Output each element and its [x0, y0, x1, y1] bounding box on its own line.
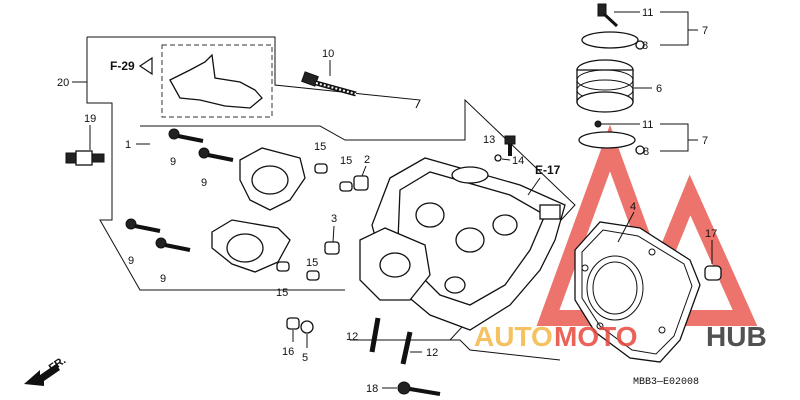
- callout-8a[interactable]: 8: [642, 40, 648, 52]
- diagram-code: MBB3—E02008: [633, 377, 699, 388]
- f29-arrow-icon: [138, 56, 153, 76]
- watermark-text-hub: HUB: [706, 321, 767, 352]
- callout-12a[interactable]: 12: [346, 331, 358, 343]
- callout-8b[interactable]: 8: [643, 146, 649, 158]
- callout-4[interactable]: 4: [630, 201, 636, 213]
- part-7-clamp-upper: [581, 3, 645, 50]
- part-7-clamp-lower: [578, 120, 645, 155]
- callout-9b[interactable]: 9: [201, 177, 207, 189]
- bracket-7a: [660, 11, 689, 46]
- part-2-collar: [353, 175, 369, 191]
- callout-3[interactable]: 3: [331, 213, 337, 225]
- leader-e17: [527, 177, 541, 196]
- part-15-dowel-c: [276, 261, 290, 272]
- part-17-dowel: [704, 265, 722, 281]
- callout-15c[interactable]: 15: [276, 287, 288, 299]
- callout-9c[interactable]: 9: [128, 255, 134, 267]
- part-5-seal: [300, 320, 314, 334]
- callout-15d[interactable]: 15: [306, 257, 318, 269]
- callout-7a[interactable]: 7: [702, 25, 708, 37]
- leader-14: [501, 158, 511, 161]
- f29-reference-box: [161, 44, 273, 118]
- frame-outline-top: [87, 36, 421, 109]
- part-10-bolt: [301, 71, 357, 97]
- part-15-dowel-d: [306, 270, 320, 281]
- callout-9a[interactable]: 9: [170, 156, 176, 168]
- part-9-bolt-b: [198, 147, 234, 162]
- callout-5[interactable]: 5: [302, 352, 308, 364]
- part-15-dowel-b: [339, 181, 353, 192]
- cam-holder-lower-bore: [226, 233, 264, 263]
- callout-11a[interactable]: 11: [642, 7, 653, 19]
- leader-2: [361, 165, 367, 177]
- callout-12b[interactable]: 12: [426, 347, 438, 359]
- part-12-stud-b: [400, 331, 413, 365]
- leader-3: [332, 225, 335, 243]
- callout-17[interactable]: 17: [705, 228, 717, 240]
- ref-e17[interactable]: E-17: [535, 163, 561, 177]
- callout-7b[interactable]: 7: [702, 135, 708, 147]
- callout-13[interactable]: 13: [483, 134, 495, 146]
- part-15-dowel-a: [314, 163, 328, 174]
- callout-19[interactable]: 19: [84, 113, 96, 125]
- part-3-dowel: [324, 241, 340, 255]
- callout-11b[interactable]: 11: [642, 119, 653, 131]
- callout-18[interactable]: 18: [366, 383, 378, 395]
- callout-1[interactable]: 1: [125, 139, 131, 151]
- part-18-bolt: [397, 381, 441, 396]
- callout-16[interactable]: 16: [282, 346, 294, 358]
- callout-10[interactable]: 10: [322, 48, 334, 60]
- part-16-dowel: [286, 317, 300, 330]
- front-direction-arrow-icon: [24, 364, 60, 386]
- part-14-washer: [494, 154, 502, 162]
- cam-housing: [359, 227, 431, 301]
- callout-15b[interactable]: 15: [340, 155, 352, 167]
- part-6-insulator: [576, 59, 634, 113]
- part-19-spark-plug: [65, 150, 105, 166]
- part-12-stud-a: [369, 317, 381, 353]
- callout-2[interactable]: 2: [364, 154, 370, 166]
- part-13-bolt: [504, 135, 516, 156]
- watermark-text-moto: MOTO: [554, 321, 637, 352]
- cam-holder-upper-bore: [251, 165, 289, 195]
- part-9-bolt-a: [168, 128, 204, 143]
- watermark-text-auto: AUTO: [474, 321, 553, 352]
- callout-20[interactable]: 20: [57, 77, 69, 89]
- leader-4: [617, 211, 635, 243]
- frame-bottom: [350, 339, 561, 361]
- part-9-bolt-c: [125, 218, 161, 233]
- frame-outline-left: [86, 37, 345, 291]
- watermark-text: AUTO MOTO HUB: [474, 321, 767, 352]
- callout-9d[interactable]: 9: [160, 273, 166, 285]
- callout-15a[interactable]: 15: [314, 141, 326, 153]
- mounting-bracket: [169, 53, 263, 109]
- callout-14[interactable]: 14: [512, 155, 524, 167]
- ref-f29[interactable]: F-29: [110, 59, 135, 73]
- bracket-7b: [660, 123, 689, 152]
- part-9-bolt-d: [155, 237, 191, 252]
- callout-6[interactable]: 6: [656, 83, 662, 95]
